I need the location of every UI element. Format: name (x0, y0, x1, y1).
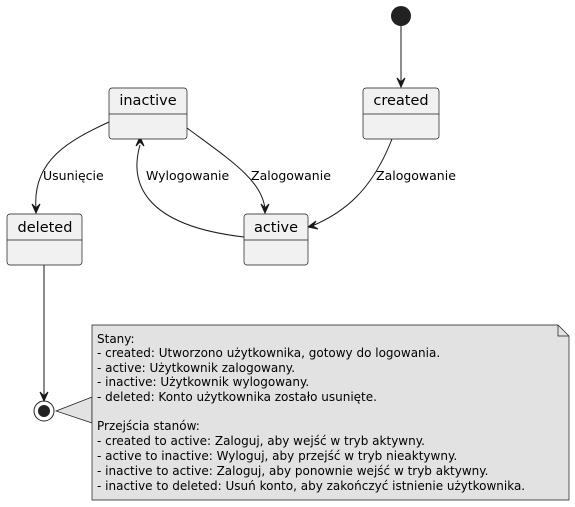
state-inactive: inactive (108, 87, 188, 140)
note-line: - active: Użytkownik zalogowany. (97, 361, 295, 375)
edge-inactive-active (186, 127, 270, 215)
note-line: - deleted: Konto użytkownika zostało usu… (97, 390, 377, 404)
note-connector (54, 396, 93, 424)
note-line: - inactive to deleted: Usuń konto, aby z… (97, 479, 525, 493)
note-line: Stany: (97, 332, 135, 346)
state-deleted: deleted (6, 213, 83, 266)
edge-deleted-final (39, 265, 49, 403)
edge-created-active (306, 138, 393, 230)
note-line: - created: Utworzono użytkownika, gotowy… (97, 346, 440, 360)
note-line: - active to inactive: Wyloguj, aby przej… (97, 449, 457, 463)
state-active-title: active (254, 220, 298, 236)
label-active-inactive: Wylogowanie (146, 168, 230, 183)
edge-inactive-deleted (31, 121, 110, 215)
state-deleted-title: deleted (18, 220, 73, 236)
label-inactive-active: Zalogowanie (251, 168, 331, 183)
edge-active-inactive (135, 135, 245, 238)
note: Stany: - created: Utworzono użytkownika,… (91, 324, 570, 501)
note-line: - inactive to active: Zaloguj, aby ponow… (97, 464, 488, 478)
initial-state (391, 6, 411, 26)
state-inactive-title: inactive (119, 93, 176, 109)
final-state (33, 400, 55, 422)
label-created-active: Zalogowanie (376, 168, 456, 183)
state-active: active (243, 213, 309, 266)
note-line: - inactive: Użytkownik wylogowany. (97, 375, 309, 389)
note-line: - created to active: Zaloguj, aby wejść … (97, 434, 425, 448)
label-inactive-deleted: Usunięcie (43, 168, 104, 183)
state-created-title: created (373, 93, 428, 109)
state-created: created (362, 87, 440, 140)
edge-initial-created (396, 26, 406, 89)
note-line: Przejścia stanów: (97, 419, 200, 433)
